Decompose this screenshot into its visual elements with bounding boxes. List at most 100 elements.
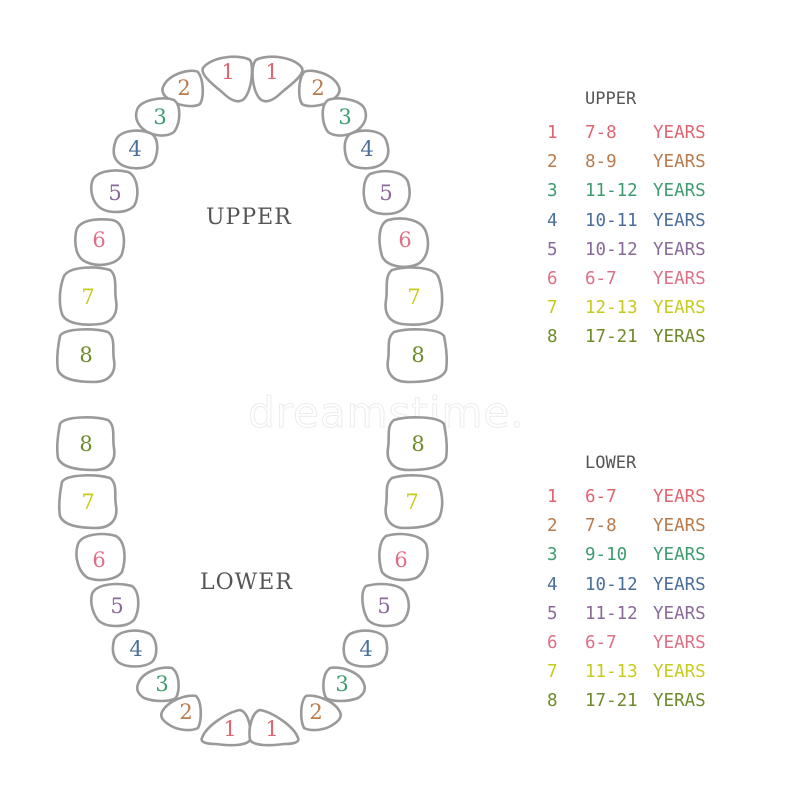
lower-tooth-3-right: 3 [322,666,367,703]
age-unit: YERAS [653,691,706,712]
svg-text:1: 1 [223,717,236,741]
svg-text:7: 7 [81,490,94,514]
age-unit: YEARS [653,632,706,653]
tooth-number: 8 [547,327,558,348]
age-range: 11-12 [585,181,638,202]
legend-row: 2 8-9 YEARS [547,148,706,177]
lower-legend: LOWER 1 6-7 YEARS 2 7-8 YEARS 3 9-10 YEA… [547,453,706,717]
tooth-number: 3 [547,545,558,566]
lower-tooth-1-left: 1 [200,708,252,747]
legend-row: 6 6-7 YEARS [547,265,706,294]
svg-text:4: 4 [128,137,141,161]
age-range: 11-12 [585,603,638,624]
lower-tooth-8-right: 8 [386,416,449,472]
tooth-number: 6 [547,632,558,653]
lower-legend-title: LOWER [585,453,637,473]
legend-row: 5 11-12 YEARS [547,600,706,629]
age-unit: YEARS [653,516,706,537]
lower-arch-label: LOWER [200,570,293,595]
upper-tooth-5-right: 5 [362,169,411,216]
lower-tooth-2-left: 2 [159,694,203,732]
svg-text:8: 8 [411,343,424,367]
tooth-number: 4 [547,574,558,595]
age-unit: YEARS [653,181,706,202]
upper-legend: UPPER 1 7-8 YEARS 2 8-9 YEARS 3 11-12 YE… [547,89,706,353]
age-range: 8-9 [585,152,617,173]
tooth-number: 3 [547,181,558,202]
svg-text:8: 8 [79,343,92,367]
age-unit: YEARS [653,298,706,319]
svg-text:4: 4 [129,637,142,661]
legend-row: 3 9-10 YEARS [547,541,706,570]
svg-text:1: 1 [265,717,278,741]
tooth-number: 8 [547,691,558,712]
lower-tooth-3-left: 3 [135,666,180,703]
age-range: 11-13 [585,662,638,683]
svg-text:2: 2 [179,700,192,724]
upper-tooth-8-left: 8 [55,328,116,384]
legend-row: 8 17-21 YERAS [547,687,706,716]
svg-text:7: 7 [405,490,418,514]
upper-arch-label: UPPER [206,205,292,230]
svg-text:2: 2 [311,76,324,100]
age-range: 12-13 [585,298,638,319]
svg-text:5: 5 [108,181,121,205]
legend-row: 4 10-12 YEARS [547,571,706,600]
lower-tooth-4-right: 4 [342,629,389,668]
legend-row: 7 12-13 YEARS [547,294,706,323]
legend-row: 4 10-11 YEARS [547,207,706,236]
tooth-number: 5 [547,603,558,624]
svg-text:2: 2 [309,700,322,724]
svg-text:4: 4 [360,137,373,161]
tooth-number: 6 [547,268,558,289]
svg-text:7: 7 [407,285,420,309]
age-unit: YEARS [653,152,706,173]
svg-text:6: 6 [398,228,411,252]
svg-text:2: 2 [177,76,190,100]
upper-tooth-7-left: 7 [58,266,118,326]
legend-row: 8 17-21 YERAS [547,323,706,352]
age-range: 10-12 [585,574,638,595]
svg-text:5: 5 [377,594,390,618]
lower-tooth-2-right: 2 [299,694,343,732]
age-range: 10-11 [585,210,638,231]
svg-text:3: 3 [155,672,168,696]
svg-text:1: 1 [265,60,278,84]
upper-tooth-3-left: 3 [134,97,181,137]
upper-tooth-1-left: 1 [201,55,254,103]
upper-tooth-6-right: 6 [378,217,430,269]
age-range: 6-7 [585,268,617,289]
tooth-number: 1 [547,123,558,143]
age-unit: YEARS [653,210,706,231]
age-unit: YEARS [653,487,706,507]
svg-text:5: 5 [379,181,392,205]
upper-tooth-1-right: 1 [251,55,304,103]
lower-tooth-5-right: 5 [361,582,411,628]
age-unit: YEARS [653,603,706,624]
svg-text:8: 8 [79,432,92,456]
svg-text:6: 6 [394,548,407,572]
age-unit: YEARS [653,662,706,683]
svg-text:3: 3 [335,672,348,696]
age-range: 10-12 [585,239,638,260]
upper-legend-title: UPPER [585,89,637,109]
lower-tooth-1-right: 1 [248,708,300,747]
legend-row: 5 10-12 YEARS [547,236,706,265]
svg-text:3: 3 [153,105,166,129]
upper-tooth-7-right: 7 [384,266,444,326]
lower-tooth-7-left: 7 [57,474,118,530]
age-range: 7-8 [585,516,617,537]
age-unit: YEARS [653,268,706,289]
upper-tooth-3-right: 3 [321,97,368,137]
upper-tooth-2-left: 2 [161,69,205,108]
tooth-number: 1 [547,487,558,507]
tooth-number: 7 [547,298,558,319]
age-range: 6-7 [585,632,617,653]
age-range: 17-21 [585,327,638,348]
svg-text:6: 6 [92,548,105,572]
tooth-number: 2 [547,152,558,173]
lower-tooth-5-left: 5 [89,582,140,628]
tooth-number: 7 [547,662,558,683]
upper-tooth-4-right: 4 [343,129,390,170]
